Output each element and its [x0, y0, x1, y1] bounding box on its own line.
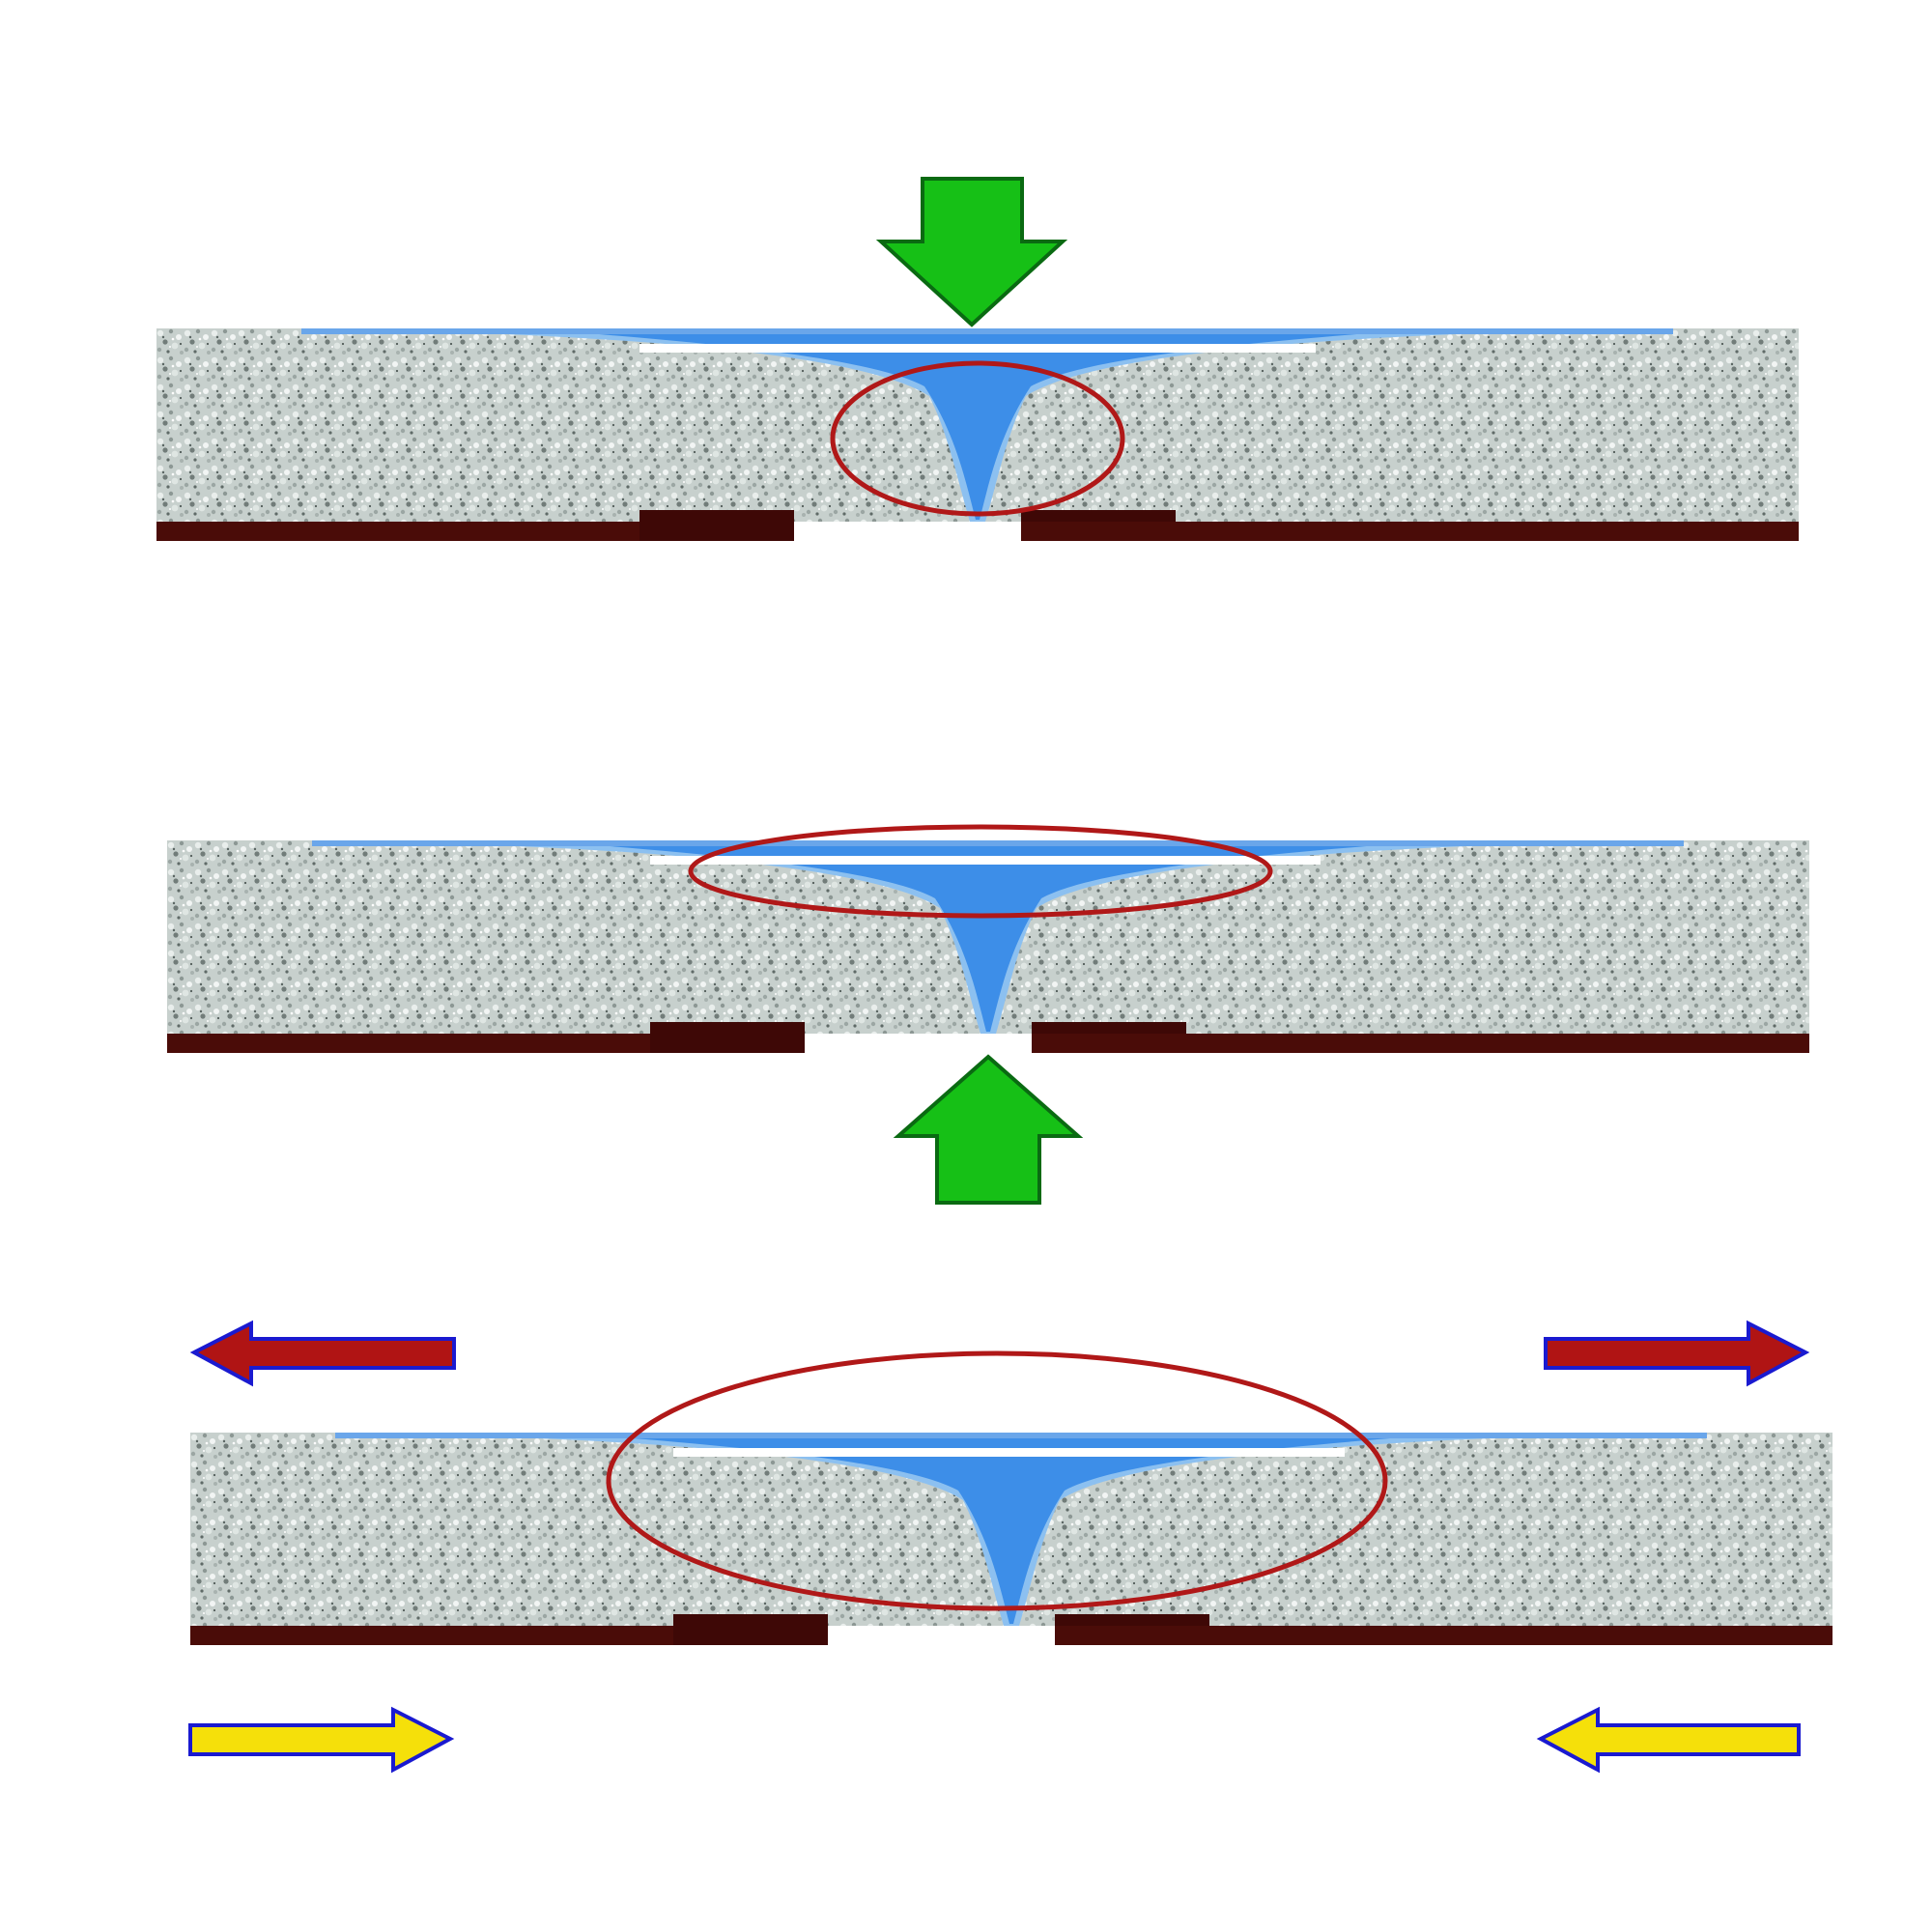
- load-arrow-down: [875, 177, 1068, 327]
- panel-1: [156, 328, 1799, 541]
- substrate-block: [167, 840, 1809, 1034]
- load-arrow-up: [893, 1054, 1084, 1205]
- tension-arrow-left: [189, 1320, 456, 1387]
- tension-arrow-right: [1544, 1320, 1810, 1387]
- surface-film: [650, 856, 1321, 865]
- surface-film: [639, 344, 1316, 353]
- surface-film: [673, 1448, 1345, 1457]
- highlight-ellipse: [688, 824, 1273, 919]
- substrate-block: [190, 1433, 1833, 1626]
- compression-arrow-left: [1536, 1706, 1801, 1774]
- panel-2: [167, 824, 1809, 1053]
- panel-3: [190, 1350, 1833, 1645]
- substrate-block: [156, 328, 1799, 522]
- highlight-ellipse: [830, 360, 1125, 517]
- compression-arrow-right: [188, 1706, 455, 1774]
- highlight-ellipse: [606, 1350, 1388, 1611]
